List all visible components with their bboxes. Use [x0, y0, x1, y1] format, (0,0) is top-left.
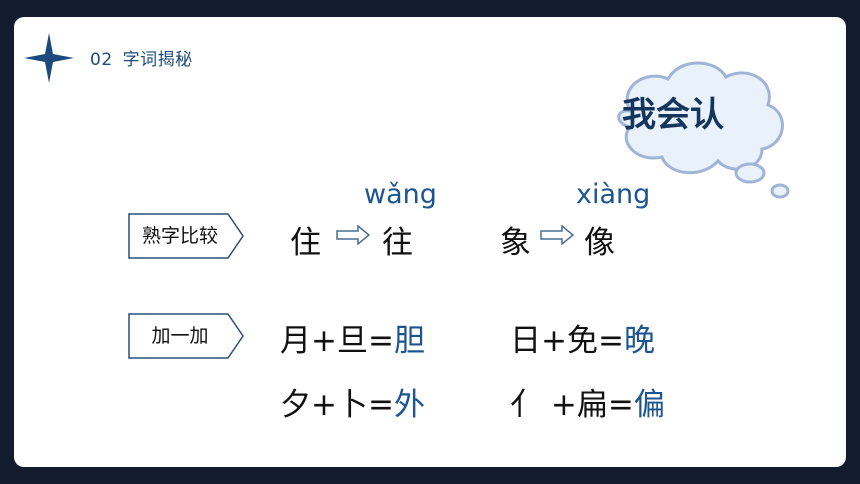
- section-number: 02: [90, 50, 113, 70]
- equation-row: 亻 +扁=偏: [510, 387, 665, 423]
- equation-row: 夕+卜=外: [280, 387, 425, 423]
- section-title: 字词揭秘: [122, 50, 193, 70]
- four-point-star-icon: [24, 33, 74, 83]
- thought-cloud-icon: [617, 61, 790, 199]
- eq-part-b: 旦: [336, 323, 368, 359]
- char-to: 往: [382, 225, 413, 261]
- tag-label: 加一加: [151, 325, 209, 347]
- equation-row: 日+免=晚: [510, 323, 655, 359]
- eq-part-a: 夕: [280, 387, 311, 423]
- eq-part-a: 亻: [510, 387, 541, 423]
- hollow-arrow-icon: [540, 225, 574, 245]
- tag-familiar-compare: 熟字比较: [128, 213, 244, 259]
- eq-result: 偏: [633, 387, 665, 423]
- equation-row: 月+旦=胆: [280, 323, 425, 359]
- badge-title: 我会认: [622, 95, 724, 135]
- eq-result: 外: [393, 387, 425, 423]
- hollow-arrow-icon: [336, 225, 370, 245]
- eq-part-b: 免: [566, 323, 598, 359]
- char-from: 象: [500, 225, 531, 261]
- eq-part-b: 扁: [576, 387, 608, 423]
- char-to: 像: [584, 225, 615, 261]
- tag-shape: [128, 213, 244, 259]
- tag-add-together: 加一加: [128, 313, 244, 359]
- eq-result: 胆: [393, 323, 425, 359]
- tag-shape: [128, 313, 244, 359]
- eq-part-a: 日: [510, 323, 541, 359]
- section-heading: 02 字词揭秘: [90, 45, 193, 70]
- eq-result: 晚: [623, 323, 655, 359]
- pinyin-wang: wǎng: [364, 179, 437, 210]
- tag-label: 熟字比较: [141, 225, 218, 247]
- slide-card: 02 字词揭秘 我会认 熟字比较 wǎng 住 往 xiàng 象 像 加一加 月…: [14, 17, 846, 467]
- eq-part-a: 月: [280, 323, 311, 359]
- char-from: 住: [290, 225, 321, 261]
- eq-part-b: 卜: [336, 387, 368, 423]
- pinyin-xiang: xiàng: [576, 179, 651, 210]
